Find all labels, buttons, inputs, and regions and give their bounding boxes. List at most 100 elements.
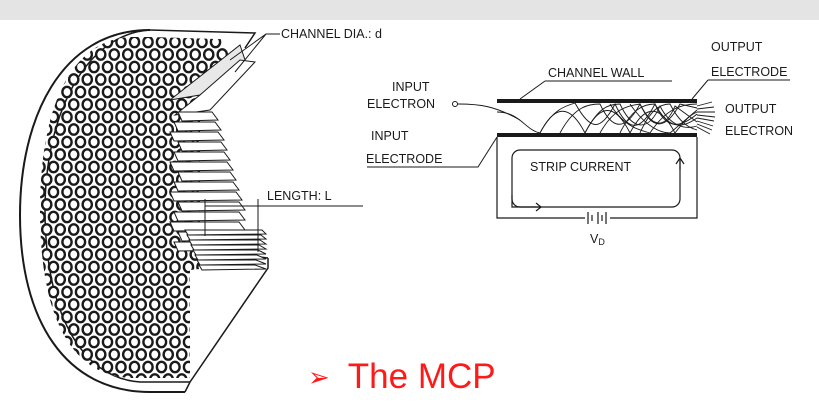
channel-hole: [96, 99, 105, 109]
channel-hole: [56, 274, 65, 284]
channel-hole: [96, 249, 105, 259]
channel-hole: [137, 224, 146, 234]
channel-hole: [137, 74, 146, 84]
channel-hole: [164, 274, 173, 284]
channel-hole: [96, 274, 105, 284]
channel-hole: [103, 187, 112, 197]
channel-hole: [62, 137, 71, 147]
channel-hole: [164, 374, 173, 384]
channel-hole: [110, 199, 119, 209]
channel-hole: [123, 324, 132, 334]
channel-hole: [170, 287, 179, 297]
channel-hole: [69, 274, 78, 284]
channel-hole: [143, 137, 152, 147]
channel-hole: [150, 174, 159, 184]
channel-hole: [116, 162, 125, 172]
channel-hole: [150, 299, 159, 309]
channel-hole: [157, 162, 166, 172]
channel-hole: [157, 87, 166, 97]
channel-hole: [184, 287, 193, 297]
channel-hole: [157, 187, 166, 197]
channel-hole: [103, 162, 112, 172]
channel-hole: [170, 362, 179, 372]
channel-hole: [123, 124, 132, 134]
channel-hole: [83, 324, 92, 334]
channel-hole: [49, 112, 58, 122]
channel-hole: [69, 149, 78, 159]
channel-hole: [157, 262, 166, 272]
output-electrode-label-line2: ELECTRODE: [711, 65, 787, 79]
channel-hole: [103, 62, 112, 72]
channel-hole: [164, 174, 173, 184]
channel-hole: [130, 62, 139, 72]
length-label: LENGTH: L: [267, 189, 332, 203]
channel-step: [178, 172, 236, 181]
channel-hole: [211, 312, 220, 322]
channel-hole: [123, 74, 132, 84]
channel-hole: [35, 87, 44, 97]
channel-hole: [103, 362, 112, 372]
channel-hole: [130, 262, 139, 272]
channel-hole: [83, 224, 92, 234]
channel-hole: [56, 249, 65, 259]
channel-hole: [211, 37, 220, 47]
channel-hole: [191, 324, 200, 334]
channel-hole: [89, 312, 98, 322]
channel-hole: [211, 387, 220, 397]
channel-step: [199, 265, 266, 270]
channel-hole: [143, 312, 152, 322]
channel-hole: [83, 199, 92, 209]
channel-hole: [69, 299, 78, 309]
channel-hole: [35, 387, 44, 397]
channel-hole: [69, 324, 78, 334]
channel-hole: [62, 212, 71, 222]
channel-hole: [69, 124, 78, 134]
channel-hole: [42, 249, 51, 259]
channel-hole: [137, 149, 146, 159]
channel-step: [170, 132, 224, 141]
channel-hole: [42, 349, 51, 359]
channel-hole: [184, 262, 193, 272]
channel-hole: [116, 137, 125, 147]
strip-current-box: [512, 150, 680, 207]
channel-hole: [56, 49, 65, 59]
channel-hole: [170, 312, 179, 322]
channel-hole: [110, 124, 119, 134]
channel-hole: [76, 387, 85, 397]
channel-hole: [83, 299, 92, 309]
channel-hole: [49, 137, 58, 147]
channel-hole: [35, 162, 44, 172]
channel-hole: [69, 99, 78, 109]
channel-wall-leader: [520, 81, 672, 99]
channel-hole: [123, 349, 132, 359]
channel-hole: [42, 49, 51, 59]
channel-hole: [177, 324, 186, 334]
channel-hole: [96, 124, 105, 134]
channel-hole: [170, 337, 179, 347]
channel-hole: [49, 37, 58, 47]
channel-hole: [116, 337, 125, 347]
output-electron-fan: [697, 102, 715, 134]
electron-trajectories: [497, 103, 697, 133]
channel-hole: [218, 299, 227, 309]
channel-hole: [89, 212, 98, 222]
channel-hole: [204, 374, 213, 384]
channel-hole: [157, 212, 166, 222]
channel-hole: [197, 37, 206, 47]
channel-hole: [150, 199, 159, 209]
channel-hole: [116, 212, 125, 222]
channel-hole: [76, 262, 85, 272]
channel-hole: [89, 387, 98, 397]
channel-step: [187, 235, 266, 240]
channel-hole: [103, 287, 112, 297]
channel-hole: [164, 324, 173, 334]
channel-hole: [157, 37, 166, 47]
channel-hole: [103, 337, 112, 347]
caption-title: The MCP: [348, 357, 496, 397]
channel-hole: [143, 337, 152, 347]
channel-hole: [130, 162, 139, 172]
channel-hole: [164, 249, 173, 259]
channel-hole: [69, 174, 78, 184]
channel-hole: [62, 87, 71, 97]
channel-hole: [83, 349, 92, 359]
